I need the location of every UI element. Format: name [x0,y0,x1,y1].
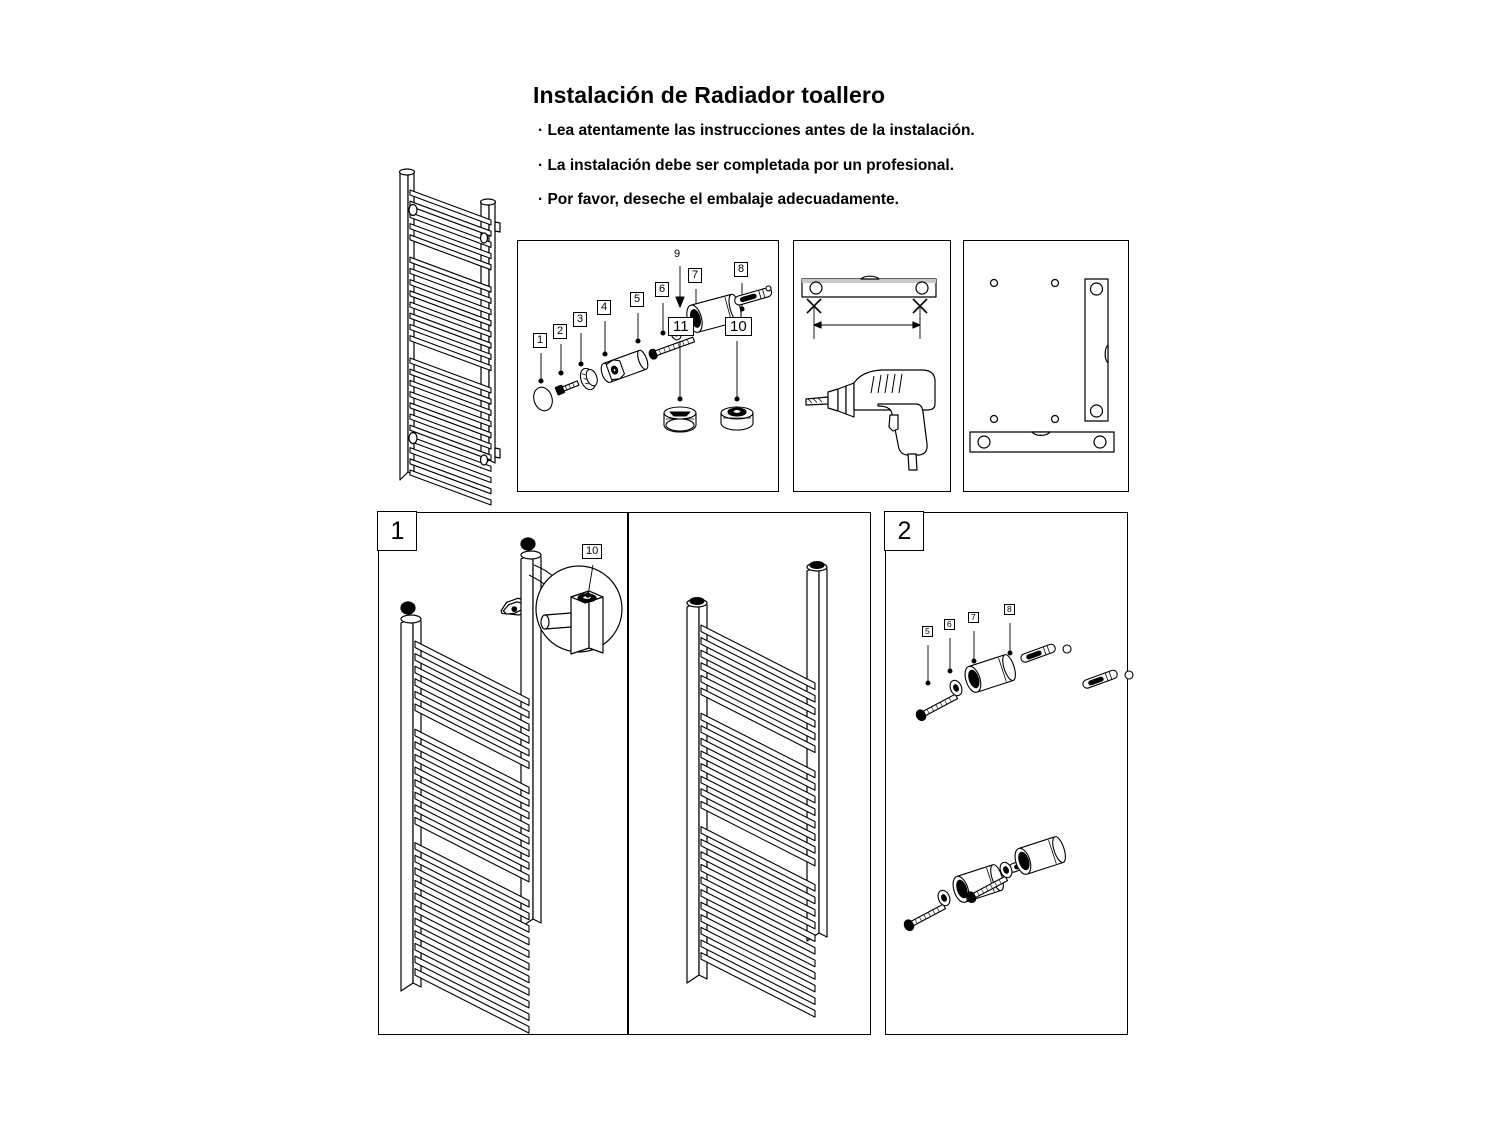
step-2-callout-8: 8 [1004,604,1015,615]
parts-callout-9: 9 [674,248,681,260]
instruction-bullet-1: · Lea atentamente las instrucciones ante… [538,122,975,139]
page-title: Instalación de Radiador toallero [533,82,886,108]
step-1-result-panel [628,512,871,1035]
parts-callout-4: 4 [597,300,612,315]
step-2-badge: 2 [884,511,925,552]
wall-hole-layout-panel [963,240,1129,492]
parts-callout-11: 11 [668,317,694,336]
step-2-callout-6: 6 [944,619,955,630]
parts-callout-1: 1 [533,333,548,348]
instruction-bullet-3: · Por favor, deseche el embalaje adecuad… [538,191,899,208]
parts-callout-3: 3 [573,312,588,327]
step-1-panel: 1 [377,511,628,1035]
product-illustration [386,160,511,506]
step-2-panel: 2 [884,511,1134,1035]
drilling-panel [793,240,951,492]
instruction-bullet-2: · La instalación debe ser completada por… [538,157,955,174]
parts-callout-8: 8 [734,262,749,277]
step-1-callout-10: 10 [582,544,603,559]
parts-callout-10: 10 [725,317,752,336]
parts-callout-7: 7 [688,268,703,283]
parts-callout-6: 6 [655,282,670,297]
step-1-badge: 1 [377,511,418,552]
step-2-callout-5: 5 [922,626,933,637]
parts-callout-2: 2 [553,324,568,339]
step-2-callout-7: 7 [968,612,979,623]
parts-callout-5: 5 [630,292,645,307]
parts-exploded-panel: 1 2 3 4 5 6 7 8 9 11 10 [517,240,779,492]
